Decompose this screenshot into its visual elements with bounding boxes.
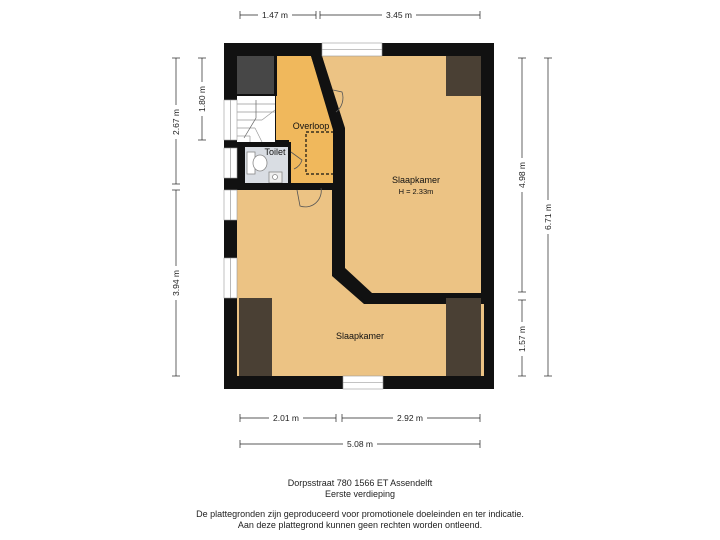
closet-bottom-left bbox=[239, 298, 272, 376]
dim-bottom-right: 2.92 m bbox=[397, 413, 423, 423]
closet-top-right bbox=[446, 56, 481, 96]
dim-right-upper: 4.98 m bbox=[517, 162, 527, 188]
dim-right-lower: 1.57 m bbox=[517, 326, 527, 352]
footer-floor: Eerste verdieping bbox=[324, 489, 396, 499]
toilet-fixture bbox=[246, 151, 283, 184]
dim-right-total: 6.71 m bbox=[543, 204, 553, 230]
dim-left-lower: 3.94 m bbox=[171, 270, 181, 296]
dim-bottom-total: 5.08 m bbox=[347, 439, 373, 449]
room-height-label: H = 2.33m bbox=[399, 187, 434, 196]
room-label-slaapkamer-bottom: Slaapkamer bbox=[336, 331, 384, 341]
room-label-slaapkamer-top: Slaapkamer bbox=[392, 175, 440, 185]
room-label-overloop: Overloop bbox=[293, 121, 330, 131]
stairs bbox=[237, 100, 276, 143]
room-label-toilet: Toilet bbox=[264, 147, 286, 157]
window-mullions bbox=[230, 49, 383, 383]
footer-disclaimer-2: Aan deze plattegrond kunnen geen rechten… bbox=[237, 520, 483, 530]
dim-top-left: 1.47 m bbox=[262, 10, 288, 20]
closet-top-left bbox=[237, 56, 275, 94]
closet-bottom-right bbox=[446, 298, 481, 376]
bedroom-bottom-floor bbox=[237, 190, 484, 376]
doors bbox=[290, 89, 344, 208]
interior-walls bbox=[224, 56, 484, 302]
footer-disclaimer-1: De plattegronden zijn geproduceerd voor … bbox=[196, 509, 524, 519]
dim-left-upper-inner: 1.80 m bbox=[197, 86, 207, 112]
footer-address: Dorpsstraat 780 1566 ET Assendelft bbox=[287, 478, 433, 488]
bedroom-top-floor bbox=[322, 56, 481, 293]
dim-bottom-left: 2.01 m bbox=[273, 413, 299, 423]
dim-top-right: 3.45 m bbox=[386, 10, 412, 20]
dim-left-upper-outer: 2.67 m bbox=[171, 109, 181, 135]
